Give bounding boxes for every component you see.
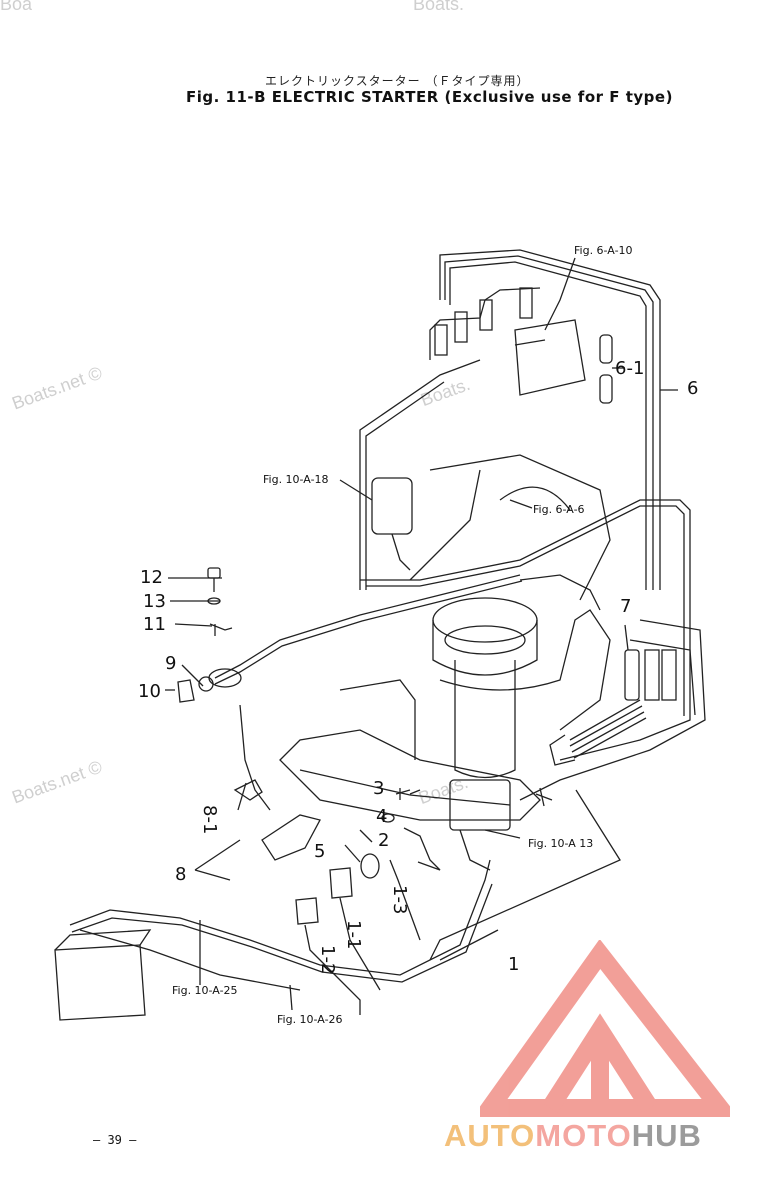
part-number-1-1: 1-1 bbox=[343, 920, 364, 950]
part-number-6-1: 6-1 bbox=[615, 358, 645, 379]
ref-fig-10-a-18: Fig. 10-A-18 bbox=[263, 473, 329, 486]
harness-outline bbox=[439, 249, 661, 590]
part-number-13: 13 bbox=[143, 591, 166, 612]
ref-fig-10-a-26: Fig. 10-A-26 bbox=[277, 1013, 343, 1026]
part-number-9: 9 bbox=[165, 653, 177, 674]
ref-fig-6-a-6: Fig. 6-A-6 bbox=[533, 503, 585, 516]
part-number-7: 7 bbox=[620, 596, 632, 617]
part-number-5: 5 bbox=[314, 841, 326, 862]
part-number-6: 6 bbox=[687, 378, 699, 399]
part-number-12: 12 bbox=[140, 567, 163, 588]
title-japanese: エレクトリックスターター （Ｆタイプ専用） bbox=[265, 74, 530, 88]
watermark-top-mid: Boats. bbox=[413, 0, 465, 14]
part-number-2: 2 bbox=[378, 830, 390, 851]
ref-fig-10-a-13: Fig. 10-A 13 bbox=[528, 837, 594, 850]
watermark-top-left: Boa bbox=[0, 0, 33, 14]
part-number-11: 11 bbox=[143, 614, 166, 635]
part-number-8: 8 bbox=[175, 864, 187, 885]
part-number-10: 10 bbox=[138, 681, 161, 702]
brand-auto: AUTO bbox=[444, 1118, 536, 1153]
part-number-1-2: 1-2 bbox=[317, 945, 338, 975]
part-number-8-1: 8-1 bbox=[199, 805, 220, 835]
page-number: – 39 – bbox=[93, 1133, 137, 1147]
brand-logo-text: AUTOMOTOHUB bbox=[444, 1118, 702, 1154]
ref-fig-10-a-25: Fig. 10-A-25 bbox=[172, 984, 238, 997]
page-title: Fig. 11-B ELECTRIC STARTER (Exclusive us… bbox=[186, 88, 673, 106]
ref-fig-6-a-10: Fig. 6-A-10 bbox=[574, 244, 633, 257]
part-number-1-3: 1-3 bbox=[389, 885, 410, 915]
logo-triangle-icon bbox=[480, 940, 730, 1117]
brand-moto: MOTO bbox=[535, 1118, 632, 1153]
part-number-3: 3 bbox=[373, 778, 385, 799]
part-number-1: 1 bbox=[508, 954, 520, 975]
brand-hub: HUB bbox=[631, 1118, 702, 1153]
part-number-4: 4 bbox=[376, 806, 388, 827]
